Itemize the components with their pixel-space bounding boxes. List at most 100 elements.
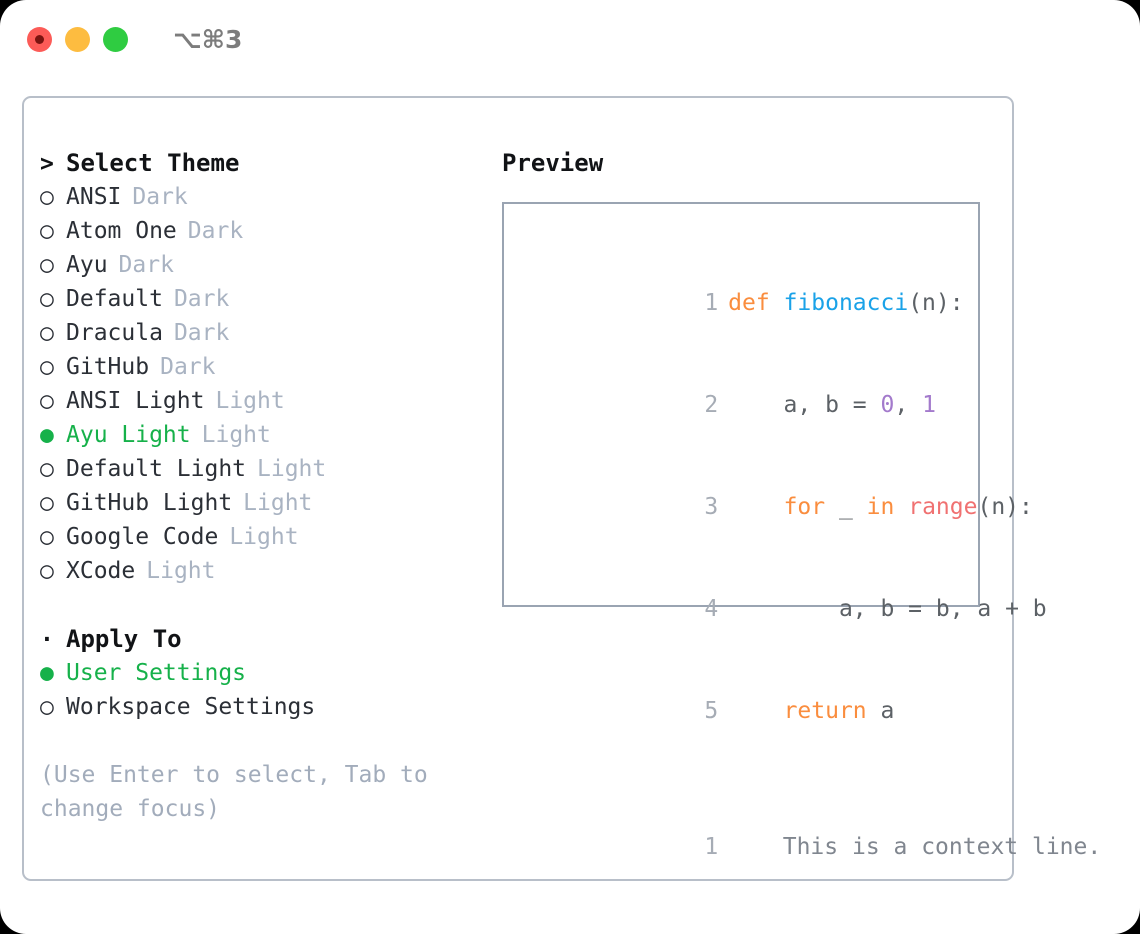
code-token: a, b = b, a + b [728,596,1047,622]
heading-indent: · [40,627,54,653]
theme-option-tag: Light [201,422,271,448]
code-line: 5 return a [522,660,978,762]
radio-unselected-icon[interactable]: ○ [40,354,54,380]
radio-unselected-icon[interactable]: ○ [40,388,54,414]
radio-selected-icon[interactable]: ● [40,422,54,448]
theme-option-tag: Light [257,456,327,482]
apply-to-option-label: User Settings [66,660,247,686]
code-token: (n): [977,494,1033,520]
theme-option-tag: Light [229,524,299,550]
radio-unselected-icon[interactable]: ○ [40,184,54,210]
diff-body: This is a context line. [728,834,1102,860]
theme-option-ayu[interactable]: ○ Ayu Dark [40,248,495,282]
apply-to-option-label: Workspace Settings [66,694,316,720]
theme-option-label: Ayu [66,252,108,278]
code-line: 4 a, b = b, a + b [522,558,1046,660]
theme-option-tag: Dark [118,252,174,278]
apply-to-option-workspace-settings[interactable]: ○ Workspace Settings [40,690,495,724]
theme-option-default[interactable]: ○ Default Dark [40,282,495,316]
radio-unselected-icon[interactable]: ○ [40,524,54,550]
theme-option-tag: Dark [160,354,216,380]
theme-option-ansi-light[interactable]: ○ ANSI Light Light [40,384,495,418]
apply-to-option-user-settings[interactable]: ● User Settings [40,656,495,690]
section-spacer [40,588,495,622]
diff-line-context: 1 This is a context line. [522,796,1101,898]
code-token: _ [825,494,867,520]
radio-unselected-icon[interactable]: ○ [40,490,54,516]
theme-option-tag: Dark [173,286,230,312]
radio-unselected-icon[interactable]: ○ [40,218,54,244]
prompt-caret-icon: > [40,151,54,177]
theme-option-tag: Dark [173,320,230,346]
diff-line-deleted: 2 - This line was deleted. [522,898,978,934]
line-number: 3 [704,494,719,520]
code-token: range [908,494,978,520]
code-token: a, b = [728,392,881,418]
minimize-button-icon[interactable] [65,26,90,52]
theme-option-label: Google Code [66,524,219,550]
theme-option-tag: Light [146,558,216,584]
code-token: (n): [908,290,964,316]
title-bar: ⌥⌘3 [0,0,1140,78]
theme-option-tag: Light [215,388,285,414]
code-token: for [783,494,826,520]
code-token: def [728,290,784,316]
theme-option-atom-one[interactable]: ○ Atom One Dark [40,214,495,248]
theme-option-label: GitHub Light [66,490,233,516]
theme-option-label: Atom One [66,218,177,244]
theme-option-google-code[interactable]: ○ Google Code Light [40,520,495,554]
theme-option-label: Dracula [66,320,163,346]
radio-unselected-icon[interactable]: ○ [40,320,54,346]
line-number: 2 [704,392,719,418]
theme-option-ayu-light[interactable]: ● Ayu Light Light [40,418,495,452]
code-token [728,698,783,724]
select-theme-heading-label: Select Theme [66,149,240,177]
preview-title: Preview [502,149,604,177]
code-token [728,494,783,520]
line-number: 4 [704,596,719,622]
theme-option-label: XCode [66,558,136,584]
radio-unselected-icon[interactable]: ○ [40,252,54,278]
radio-selected-icon[interactable]: ● [40,660,54,686]
theme-option-label: Default [66,286,163,312]
code-token [894,494,908,520]
diff-text: This is a context line. [782,834,1102,860]
code-token: 0 [880,392,895,418]
code-diff-separator [522,762,978,796]
line-number: 1 [704,290,719,316]
code-token: in [866,494,895,520]
theme-option-label: ANSI Light [66,388,205,414]
line-number: 1 [704,834,719,860]
code-token: a [866,698,895,724]
radio-unselected-icon[interactable]: ○ [40,456,54,482]
theme-option-xcode[interactable]: ○ XCode Light [40,554,495,588]
radio-unselected-icon[interactable]: ○ [40,694,54,720]
traffic-lights [27,26,128,52]
theme-option-tag: Dark [132,184,188,210]
theme-option-label: Default Light [66,456,247,482]
zoom-button-icon[interactable] [103,26,128,52]
apply-to-heading-label: Apply To [66,625,182,653]
code-token: fibonacci [783,290,909,316]
keyboard-hint-text: (Use Enter to select, Tab to change focu… [40,762,428,822]
theme-option-tag: Dark [187,218,244,244]
diff-sign [756,830,769,864]
keyboard-shortcut-label: ⌥⌘3 [173,24,243,54]
theme-option-default-light[interactable]: ○ Default Light Light [40,452,495,486]
radio-unselected-icon[interactable]: ○ [40,558,54,584]
radio-unselected-icon[interactable]: ○ [40,286,54,312]
code-token: 1 [922,392,936,418]
theme-option-dracula[interactable]: ○ Dracula Dark [40,316,495,350]
code-line: 2 a, b = 0, 1 [522,354,978,456]
close-button-icon[interactable] [27,26,52,52]
apply-to-heading: · Apply To [40,622,495,656]
theme-option-label: Ayu Light [66,422,191,448]
